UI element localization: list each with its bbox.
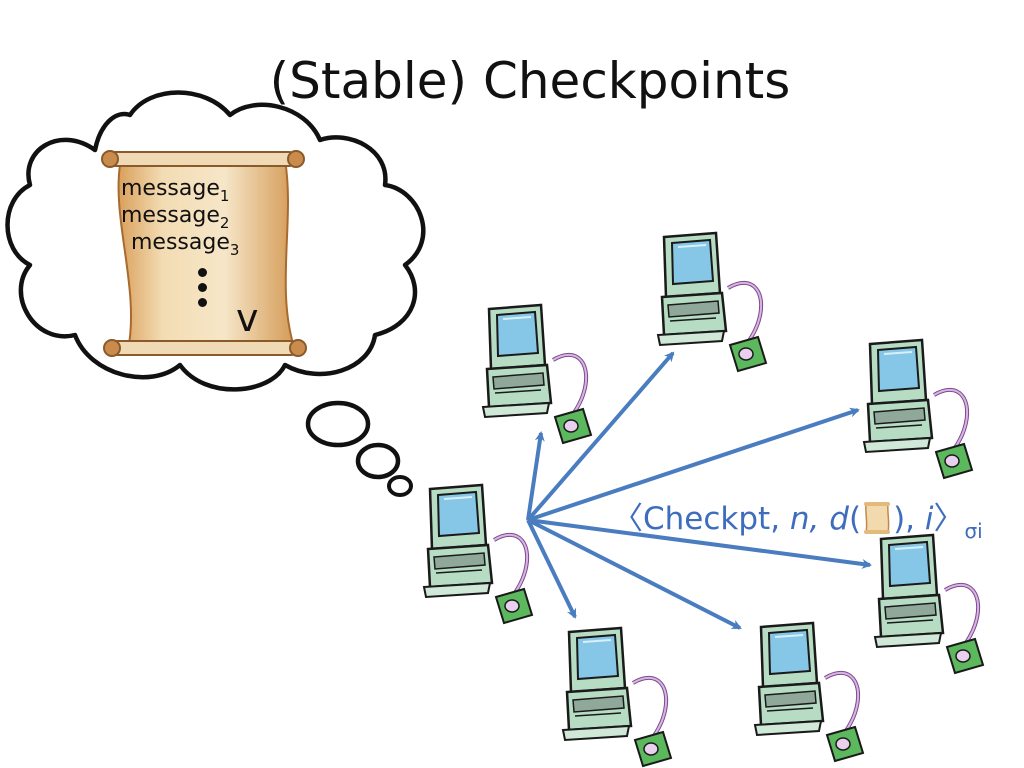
arrow-up bbox=[526, 431, 545, 521]
computer-icon bbox=[481, 303, 593, 445]
message-line-1: message1 bbox=[121, 176, 230, 206]
scroll-icon bbox=[101, 150, 307, 357]
checkpoint-message-label: 〈Checkpt, n, d(), i〉σi bbox=[612, 501, 983, 543]
broadcast-arrows bbox=[526, 351, 872, 630]
computer-icon bbox=[862, 338, 974, 480]
message-line-2: message2 bbox=[121, 203, 230, 233]
arrow-lower-right bbox=[527, 518, 742, 630]
ellipsis-icon bbox=[195, 268, 209, 307]
computer-icon bbox=[656, 231, 768, 373]
computer-icon bbox=[422, 483, 534, 625]
arrow-down bbox=[526, 519, 577, 619]
arrow-right-upper bbox=[527, 407, 860, 522]
computer-icon bbox=[873, 533, 985, 675]
computer-icon bbox=[753, 621, 865, 763]
scroll-icon bbox=[864, 501, 891, 534]
arrow-upper-right bbox=[526, 351, 675, 522]
arrow-right-lower bbox=[527, 518, 872, 569]
message-line-3: message3 bbox=[131, 230, 240, 260]
page-title: (Stable) Checkpoints bbox=[269, 52, 791, 110]
state-label: v bbox=[236, 296, 259, 340]
computer-icon bbox=[561, 626, 673, 768]
